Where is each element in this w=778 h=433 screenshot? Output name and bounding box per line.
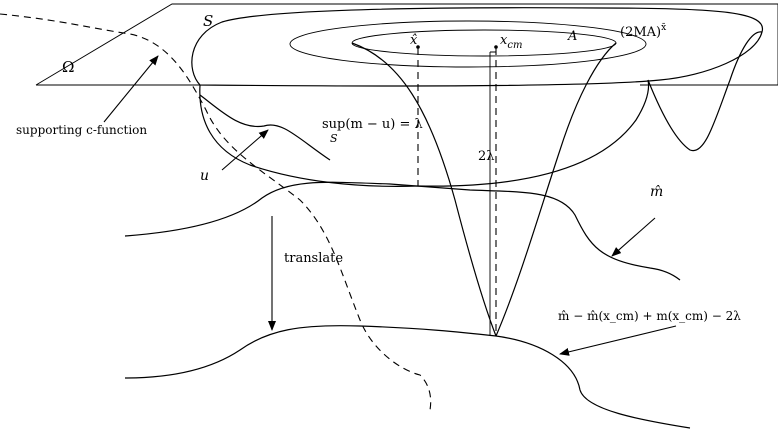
level-set-s [191,7,764,87]
label-x-hat: x̂ [410,33,418,48]
translated-curve [124,325,691,429]
label-2ma: (2MA)x̄ [620,23,666,40]
label-formula: m̂ − m̂(x_cm) + m(x_cm) − 2λ [558,309,741,323]
x-hat-dot [416,45,420,49]
label-s: S [203,12,213,30]
outer-right-surface [647,31,763,152]
label-u: u [200,168,209,184]
u-arrow [221,129,269,171]
omega-plane [35,3,778,86]
label-sup-expr: sup(m − u) = λ [322,117,423,132]
level-set-2ma [289,20,647,68]
x-cm-dot [494,45,498,49]
label-translate: translate [284,251,343,266]
label-m-hat: m̂ [650,184,663,200]
dashed-curve [0,13,432,411]
label-a: A [567,29,577,44]
label-x-cm: xcm [500,33,522,51]
cone-left [351,42,497,337]
u-upper-profile [199,94,331,161]
formula-arrow [559,325,677,356]
bowl-right-wall [417,79,650,187]
supporting-arrow [103,55,159,123]
u-curve [124,181,681,281]
two-lambda-bracket [489,51,496,336]
label-two-lambda: 2λ [478,149,495,164]
bowl-left-wall [199,84,419,187]
label-supporting: supporting c-function [16,123,147,137]
m-hat-arrow [611,217,656,257]
label-omega: Ω [62,58,74,76]
cone-right [495,42,617,337]
label-sup-sub: S [330,132,338,145]
